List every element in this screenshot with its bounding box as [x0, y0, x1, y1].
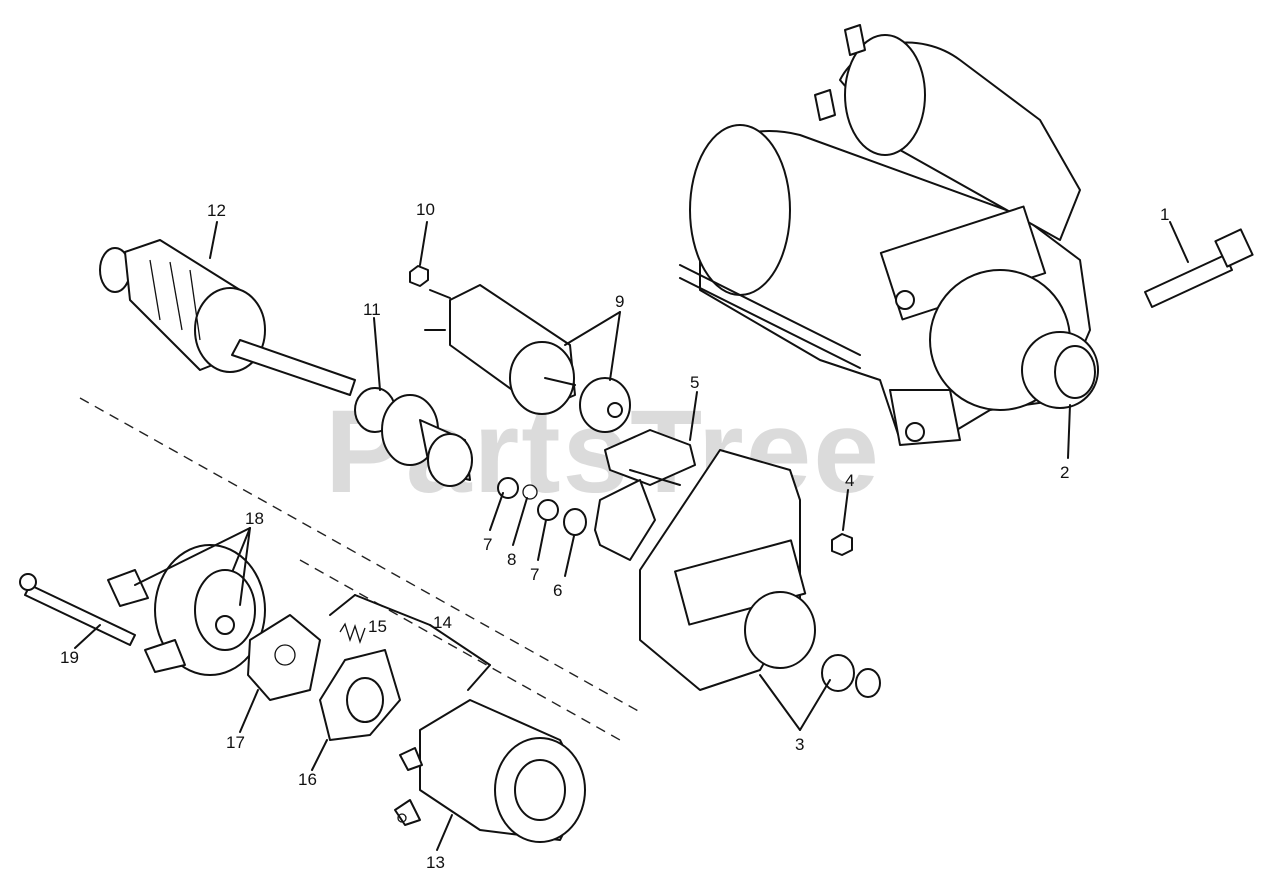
callout-3: 3 — [795, 735, 804, 754]
callout-14: 14 — [433, 613, 452, 632]
part-armature-12 — [99, 239, 356, 396]
callout-18: 18 — [245, 509, 264, 528]
small-rings-6-7-8 — [497, 477, 587, 536]
callout-15: 15 — [368, 617, 387, 636]
callout-2: 2 — [1060, 463, 1069, 482]
callout-7-left: 7 — [483, 535, 492, 554]
part-solenoid-9 — [424, 284, 631, 433]
callout-7-right: 7 — [530, 565, 539, 584]
callout-16: 16 — [298, 770, 317, 789]
callout-4: 4 — [845, 471, 854, 490]
part-housing-3 — [639, 449, 881, 698]
part-nut-10 — [409, 265, 429, 287]
leader-lines — [74, 221, 1189, 851]
callout-6: 6 — [553, 581, 562, 600]
callout-labels: 1 2 3 4 5 6 7 7 8 9 10 11 12 13 14 15 16… — [60, 200, 1169, 872]
callout-11: 11 — [363, 300, 381, 319]
part-bolt-1 — [1144, 228, 1254, 308]
callout-10: 10 — [416, 200, 435, 219]
part-yoke-13 — [394, 699, 586, 843]
part-nut-4 — [831, 533, 853, 556]
part-long-bolt-19 — [19, 573, 136, 646]
callout-9: 9 — [615, 292, 624, 311]
part-end-cover-18 — [107, 544, 266, 676]
part-plate-17 — [247, 614, 321, 701]
callout-13: 13 — [426, 853, 445, 872]
callout-5: 5 — [690, 373, 699, 392]
callout-19: 19 — [60, 648, 79, 667]
part-drive-gear-11 — [354, 387, 473, 487]
callout-17: 17 — [226, 733, 245, 752]
part-lever-5 — [594, 429, 696, 561]
part-starter-assembly — [679, 24, 1099, 446]
part-brush-holder-16 — [319, 649, 401, 741]
callout-1: 1 — [1160, 205, 1169, 224]
callout-12: 12 — [207, 201, 226, 220]
part-spring-15 — [339, 622, 366, 645]
callout-8: 8 — [507, 550, 516, 569]
section-divider-lines — [79, 397, 641, 741]
